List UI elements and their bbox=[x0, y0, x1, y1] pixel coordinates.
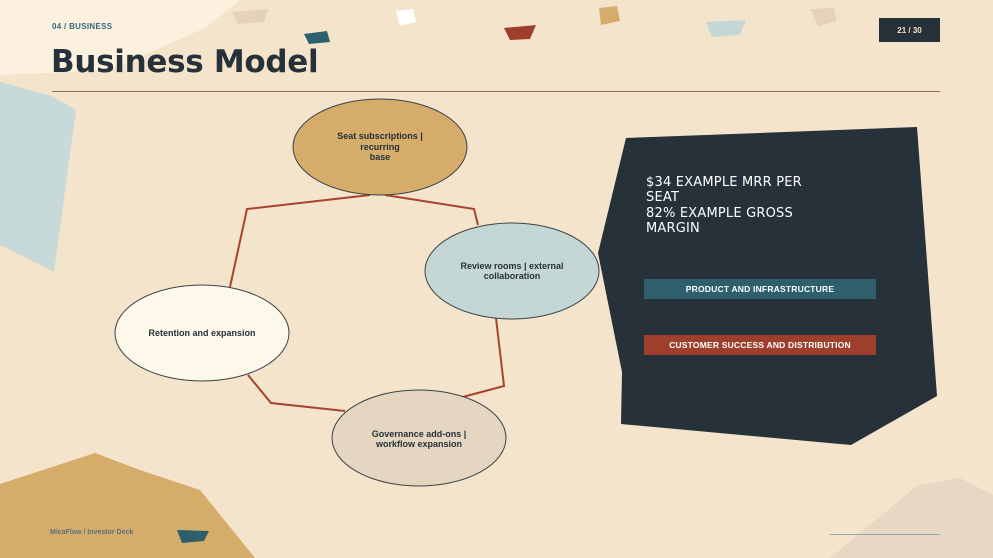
panel-stat-text: $34 EXAMPLE MRR PER SEAT 82% EXAMPLE GRO… bbox=[646, 175, 802, 236]
decor-teal-chip-bottom bbox=[177, 530, 209, 543]
connector-review-to-governance bbox=[458, 317, 506, 399]
decor-chip-6 bbox=[706, 20, 746, 37]
decor-chip-3 bbox=[396, 9, 416, 26]
node-governance-addons bbox=[331, 389, 507, 487]
title-divider bbox=[52, 91, 940, 92]
decor-chip-7 bbox=[810, 8, 837, 26]
node-label-governance-addons: Governance add-ons | workflow expansion bbox=[371, 428, 467, 449]
node-label-review-rooms: Review rooms | external collaboration bbox=[460, 260, 564, 281]
decor-beige-shape-bottom-right bbox=[830, 478, 993, 558]
decor-chip-1 bbox=[232, 9, 268, 24]
page-indicator: 21 / 30 bbox=[879, 18, 940, 42]
decor-blue-shape-left bbox=[0, 82, 76, 272]
bar-customer-success: CUSTOMER SUCCESS AND DISTRIBUTION bbox=[644, 335, 876, 355]
decor-cream-shape-top-left bbox=[0, 0, 240, 75]
decor-gold-shape-bottom-left bbox=[0, 453, 255, 558]
decor-chip-4 bbox=[504, 25, 536, 40]
node-label-seat-subscriptions: Seat subscriptions | recurring base bbox=[337, 131, 423, 163]
connector-retention-to-seat bbox=[229, 194, 371, 288]
bar-product-infrastructure: PRODUCT AND INFRASTRUCTURE bbox=[644, 279, 876, 299]
node-review-rooms bbox=[424, 222, 600, 320]
decor-chip-2 bbox=[304, 31, 330, 44]
footer-divider bbox=[830, 534, 940, 535]
connector-governance-to-retention bbox=[247, 374, 346, 412]
section-label: 04 / BUSINESS bbox=[52, 22, 113, 31]
node-seat-subscriptions bbox=[292, 98, 468, 196]
decor-chip-5 bbox=[599, 6, 620, 25]
slide-title: Business Model bbox=[51, 44, 319, 80]
connector-seat-to-review bbox=[384, 194, 479, 226]
footer-text: MicaFlow / Investor Deck bbox=[50, 529, 134, 536]
node-label-retention-expansion: Retention and expansion bbox=[148, 327, 256, 338]
node-retention-expansion bbox=[114, 284, 290, 382]
